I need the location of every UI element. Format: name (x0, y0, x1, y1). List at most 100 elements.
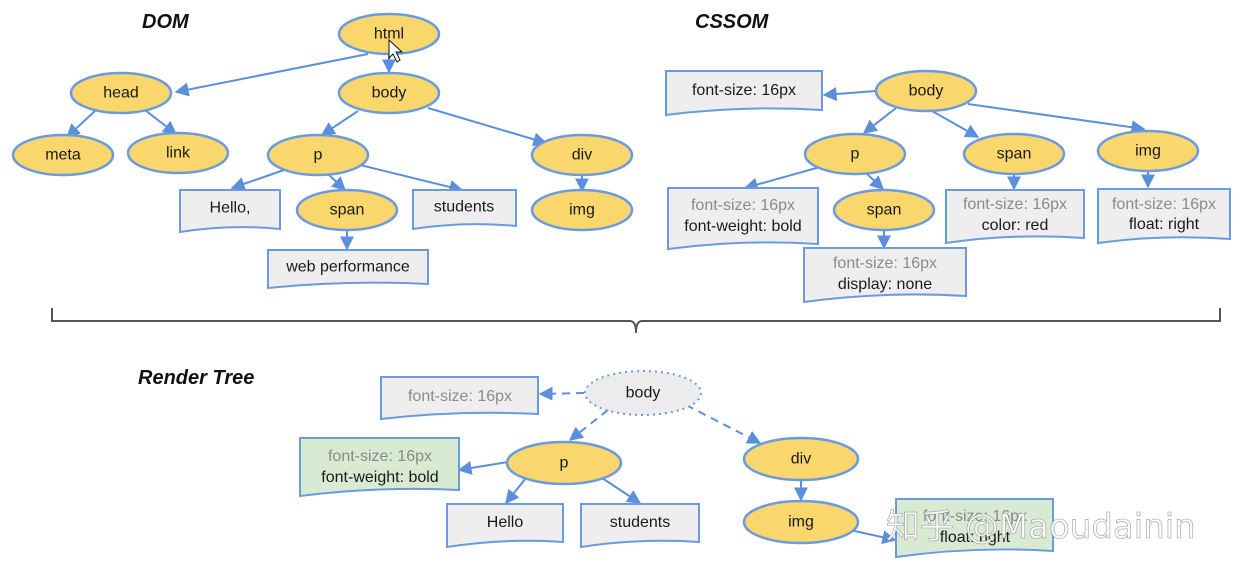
dom-node-labels: html head body meta link p div span img (45, 26, 595, 219)
cssom-img-style-line1: font-size: 16px (1112, 196, 1216, 213)
render-label-div: div (791, 451, 811, 468)
cssom-style-box-body (665, 70, 823, 117)
cssom-style-texts: font-size: 16px font-size: 16px font-wei… (684, 82, 1216, 293)
merge-brace (51, 308, 1221, 334)
render-style-box-body (380, 376, 539, 421)
edge-body-p (320, 110, 359, 136)
render-img-style-line2: float: right (940, 529, 1011, 546)
dom-node-meta (11, 133, 115, 177)
render-node-labels: body p div img (560, 385, 814, 531)
cssom-span-style-line2: color: red (982, 217, 1049, 234)
edge-cssom-p-style (743, 166, 821, 192)
render-label-body: body (626, 385, 661, 402)
render-text-hello: Hello (487, 514, 524, 531)
edge-render-body-p (568, 409, 609, 441)
cssom-pspan-style-line2: display: none (838, 276, 932, 293)
edge-cssom-body-style (822, 87, 877, 102)
cssom-label-span: span (997, 146, 1032, 163)
render-tree-title: Render Tree (138, 367, 254, 389)
dom-text-boxes (179, 189, 517, 290)
dom-label-span: span (330, 202, 365, 219)
dom-text-labels: Hello, students web performance (210, 199, 495, 276)
dom-label-p: p (314, 147, 323, 164)
dom-label-link: link (166, 145, 191, 162)
cssom-style-boxes (665, 70, 1231, 304)
edge-cssom-body-span (931, 110, 980, 138)
render-style-box-p (299, 437, 460, 498)
watermark-text: 知乎 @Maoudainin (886, 507, 1196, 547)
edge-render-p-students (601, 477, 642, 504)
dom-label-div: div (572, 147, 592, 164)
render-style-box-img (895, 498, 1054, 559)
dom-node-body (337, 71, 441, 115)
cssom-p-style-line1: font-size: 16px (691, 197, 795, 214)
cssom-span-style-line1: font-size: 16px (963, 196, 1067, 213)
cssom-label-p-span: span (867, 202, 902, 219)
dom-label-meta: meta (45, 147, 81, 164)
render-text-students: students (610, 514, 670, 531)
dom-node-head (69, 71, 173, 115)
dom-textbox-web-performance (267, 249, 429, 290)
edge-cssom-body-p (862, 107, 897, 134)
cssom-title: CSSOM (695, 11, 770, 33)
dom-label-html: html (374, 26, 404, 43)
cssom-label-body: body (909, 83, 944, 100)
cssom-node-img (1096, 129, 1200, 173)
cssom-nodes (803, 69, 1200, 232)
render-node-div (742, 436, 860, 482)
render-textbox-students (580, 503, 700, 549)
render-box-texts: font-size: 16px font-size: 16px font-wei… (321, 388, 1027, 546)
cssom-node-span (962, 132, 1066, 176)
render-img-style-line1: font-size: 16px (923, 508, 1027, 525)
render-label-p: p (560, 455, 569, 472)
edge-p-hello (230, 169, 285, 191)
dom-textbox-students (412, 189, 517, 231)
cssom-node-p-span (832, 188, 936, 232)
dom-node-div (530, 133, 634, 177)
edge-html-head (174, 53, 369, 97)
cssom-label-p: p (851, 146, 860, 163)
render-edges (457, 386, 897, 545)
render-node-body (584, 370, 702, 416)
cssom-style-box-span (945, 189, 1085, 245)
edge-p-students (359, 164, 464, 194)
dom-label-body: body (372, 85, 407, 102)
mouse-cursor-icon (388, 38, 404, 63)
cssom-node-labels: body p span img span (851, 83, 1161, 219)
edge-render-p-hello (505, 477, 527, 505)
render-p-style-line1: font-size: 16px (328, 448, 432, 465)
edge-cssom-p-span (865, 172, 885, 190)
cssom-body-style-text: font-size: 16px (692, 82, 796, 99)
dom-label-img: img (569, 202, 595, 219)
dom-text-students: students (434, 199, 494, 216)
edge-body-div (427, 107, 548, 147)
render-nodes (505, 436, 860, 545)
cssom-img-style-line2: float: right (1129, 216, 1200, 233)
render-p-style-line2: font-weight: bold (321, 469, 438, 486)
cssom-node-p (803, 132, 907, 176)
dom-text-hello: Hello, (210, 200, 251, 217)
render-body-style-text: font-size: 16px (408, 388, 512, 405)
cssom-style-box-img (1097, 188, 1231, 245)
edge-render-p-style (457, 461, 509, 475)
edge-render-img-style (849, 529, 897, 545)
edge-render-body-div (685, 404, 762, 444)
dom-nodes (11, 12, 634, 232)
dom-node-img (530, 188, 634, 232)
cssom-pspan-style-line1: font-size: 16px (833, 255, 937, 272)
edge-head-link (144, 109, 178, 135)
dom-node-link (126, 131, 230, 175)
render-node-p (505, 440, 623, 486)
dom-node-p (266, 133, 370, 177)
cssom-style-box-p-span (803, 247, 967, 304)
cssom-label-img: img (1135, 143, 1161, 160)
edge-p-span (327, 173, 347, 191)
dom-title: DOM (142, 11, 190, 33)
edge-render-body-style (538, 386, 585, 401)
render-label-img: img (788, 514, 814, 531)
dom-edges (65, 53, 589, 251)
cssom-node-body (874, 69, 978, 113)
render-textbox-hello (446, 503, 564, 549)
